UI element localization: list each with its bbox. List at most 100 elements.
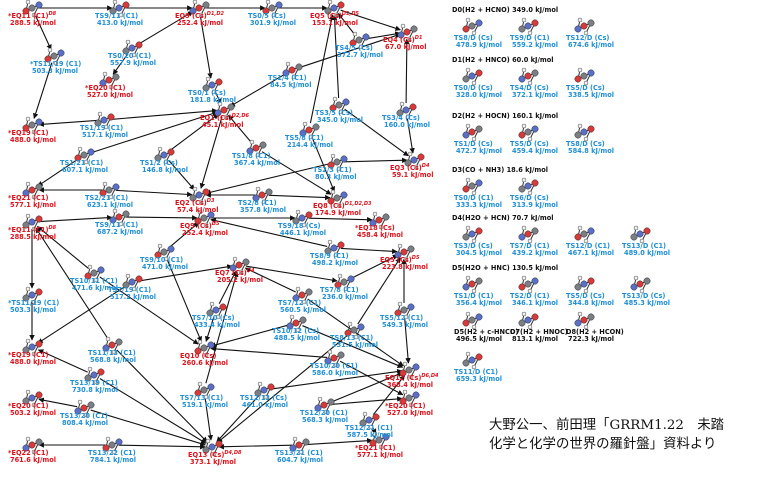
molecule-EQ2 bbox=[189, 186, 210, 205]
reaction-arrow bbox=[116, 349, 208, 443]
molecule-EQ21top bbox=[22, 181, 43, 200]
node-label: TS7/10 (Cs) bbox=[192, 314, 235, 322]
reaction-arrow bbox=[268, 194, 331, 201]
node-label: *EQ18 (Cs) bbox=[355, 224, 395, 232]
molecule-EQ5top bbox=[324, 0, 345, 18]
dissociation-molecule bbox=[630, 225, 651, 244]
node-energy: 301.9 kJ/mol bbox=[250, 19, 296, 27]
reaction-arrow bbox=[214, 91, 222, 105]
node-label: TS7/12 (C1) bbox=[278, 299, 321, 307]
molecule-EQ22 bbox=[22, 436, 43, 455]
reaction-arrow bbox=[199, 14, 213, 79]
reaction-arrow bbox=[90, 111, 218, 154]
dissociation-molecule bbox=[462, 177, 483, 196]
node-label: TS2/21 (C1) bbox=[85, 194, 128, 202]
dissociation-ts-energy: 344.8 kJ/mol bbox=[568, 299, 614, 307]
node-label: *EQ21 (C1) bbox=[355, 444, 395, 452]
dissociation-molecule bbox=[462, 311, 483, 330]
molecule-EQ19b bbox=[22, 338, 43, 357]
node-label: TS1/21 (C1) bbox=[60, 159, 103, 167]
molecule-TS9_10 bbox=[154, 243, 175, 262]
reaction-arrow bbox=[216, 394, 260, 443]
node-energy: 560.5 kJ/mol bbox=[280, 306, 326, 314]
node-energy: 67.0 kJ/mol bbox=[385, 43, 426, 51]
reaction-arrow bbox=[337, 13, 356, 35]
node-label: TS0/5 (Cs) bbox=[248, 12, 286, 20]
reaction-arrow bbox=[205, 271, 239, 384]
node-label: TS3/5 (Cs) bbox=[315, 109, 353, 117]
node-label: TS8/9 (C1) bbox=[310, 252, 349, 260]
molecule-TS3_5 bbox=[329, 96, 350, 115]
node-label: TS10/20 (C1) bbox=[310, 362, 358, 370]
node-label: TS7/13 (C1) bbox=[180, 394, 223, 402]
node-energy: 471.6 kJ/mol bbox=[72, 284, 118, 292]
node-label: TS4/5 (Cs) bbox=[335, 44, 373, 52]
molecule-TS7_12 bbox=[292, 286, 313, 305]
dissociation-ts-label: TS12/D (Cs) bbox=[566, 34, 609, 42]
dissociation-ts-label: TS5/D (Cs) bbox=[566, 292, 605, 300]
reaction-arrow bbox=[210, 346, 328, 359]
dissociation-ts-label: TS0/D (Cs) bbox=[454, 84, 493, 92]
molecule-EQ20top bbox=[99, 71, 120, 90]
dissociation-ts-label: TS5/D (Cs) bbox=[510, 140, 549, 148]
dissociation-molecule bbox=[574, 275, 595, 294]
dissociation-ts-energy: 313.9 kJ/mol bbox=[512, 201, 558, 209]
molecule-EQ18 bbox=[369, 211, 390, 230]
reaction-arrow bbox=[340, 9, 401, 31]
node-label: TS0/1 (Cs) bbox=[188, 89, 226, 97]
node-label: EQ7 (Cs)D4 bbox=[215, 268, 255, 277]
reaction-arrow bbox=[99, 276, 199, 345]
molecule-EQ5b bbox=[394, 243, 415, 262]
node-energy: 527.0 kJ/mol bbox=[387, 409, 433, 417]
dissociation-ts-energy: 304.5 kJ/mol bbox=[456, 249, 502, 257]
molecule-TS5_12 bbox=[394, 301, 415, 320]
node-energy: 503.3 kJ/mol bbox=[10, 306, 56, 314]
node-energy: 45.1 kJ/mol bbox=[202, 121, 243, 129]
molecule-EQ10 bbox=[194, 339, 215, 358]
molecule-EQ20c bbox=[399, 389, 420, 408]
reaction-arrow bbox=[308, 216, 373, 223]
node-label: EQ9 (Cs)D5 bbox=[180, 221, 220, 230]
dissociation-molecule bbox=[574, 17, 595, 36]
node-label: *TS11/19 (C1) bbox=[30, 60, 81, 68]
dissociation-title: D1(H2 + HNCO) 60.0 kJ/mol bbox=[452, 56, 554, 64]
molecule-EQ1 bbox=[214, 101, 235, 120]
node-energy: 517.1 kJ/mol bbox=[82, 131, 128, 139]
molecule-EQ4 bbox=[397, 23, 418, 42]
node-label: EQ4 (Cs)D1 bbox=[383, 35, 422, 44]
dissociation-ts-label: TS2/D (C1) bbox=[510, 292, 549, 300]
node-energy: 174.9 kJ/mol bbox=[315, 209, 361, 217]
reaction-arrow bbox=[404, 38, 410, 104]
reaction-arrow bbox=[36, 226, 89, 269]
node-label: EQ12 (Cs)D6,D4 bbox=[385, 373, 439, 382]
reaction-arrow bbox=[33, 62, 53, 119]
reaction-arrow bbox=[343, 157, 408, 164]
node-label: *EQ20 (C1) bbox=[85, 84, 125, 92]
reaction-arrow bbox=[168, 222, 200, 248]
dissociation-ts-energy: 459.4 kJ/mol bbox=[512, 147, 558, 155]
node-label: TS9/11 (C1) bbox=[95, 12, 138, 20]
molecule-TS2_3 bbox=[327, 153, 348, 172]
node-label: TS12/21 (C1) bbox=[345, 424, 393, 432]
node-energy: 461.0 kJ/mol bbox=[242, 401, 288, 409]
node-energy: 587.5 kJ/mol bbox=[347, 431, 393, 439]
node-label: TS5/8 (C1) bbox=[285, 134, 324, 142]
dissociation-title: D4(H2O + HCN) 70.7 kJ/mol bbox=[452, 214, 554, 222]
node-energy: 531.5 kJ/mol bbox=[332, 341, 378, 349]
molecule-EQ11b bbox=[22, 213, 43, 232]
node-energy: 223.8 kJ/mol bbox=[382, 263, 428, 271]
reaction-arrow bbox=[166, 258, 202, 343]
reaction-arrow bbox=[331, 14, 340, 99]
reaction-arrow bbox=[305, 438, 373, 446]
node-energy: 84.5 kJ/mol bbox=[270, 81, 311, 89]
node-label: *EQ20 (C1) bbox=[8, 402, 48, 410]
dissociation-title: D2(H2 + HOCN) 160.1 kJ/mol bbox=[452, 112, 558, 120]
node-energy: 586.0 kJ/mol bbox=[312, 369, 358, 377]
node-label: *EQ22 (C1) bbox=[8, 449, 48, 457]
dissociation-ts-energy: 478.9 kJ/mol bbox=[456, 41, 502, 49]
node-energy: 357.8 kJ/mol bbox=[240, 206, 286, 214]
node-energy: 808.4 kJ/mol bbox=[62, 419, 108, 427]
